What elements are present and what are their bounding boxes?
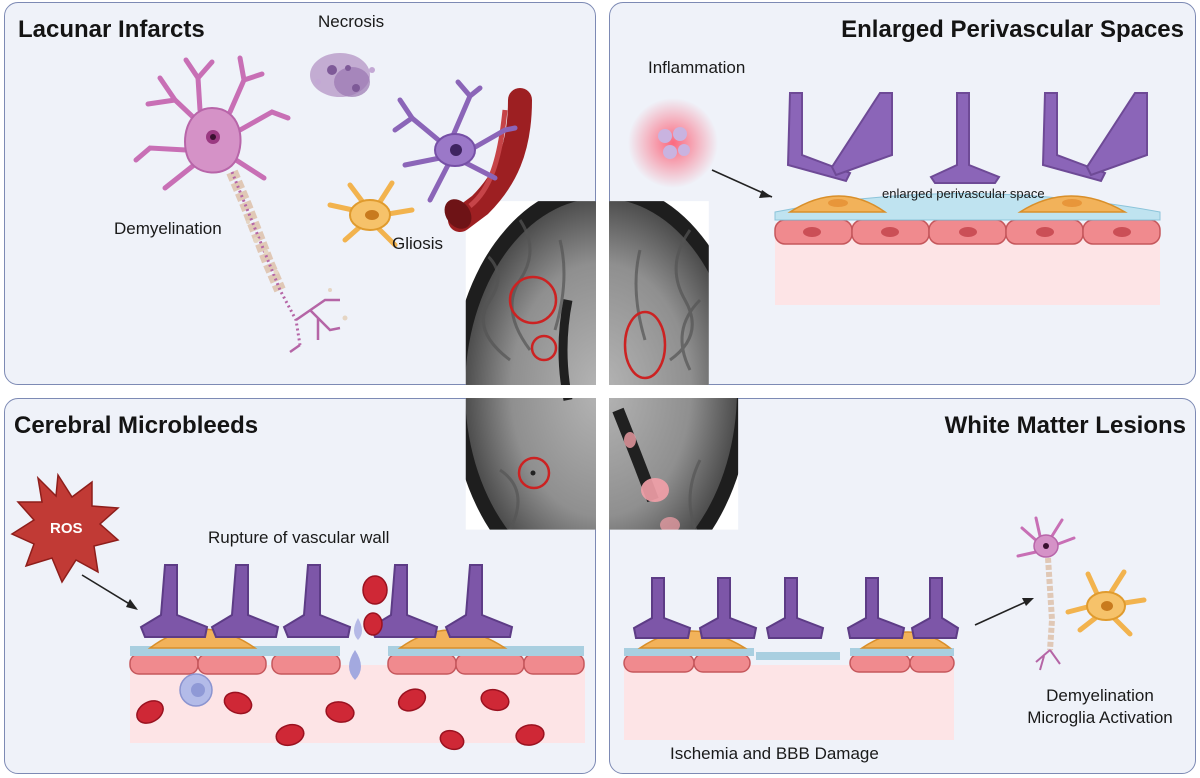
ros-burst-icon	[10, 472, 120, 584]
ros-label: ROS	[50, 520, 83, 537]
astrocyte-endfeet	[786, 92, 1148, 184]
necrosis-cell-icon	[310, 53, 375, 97]
blood-vessel-icon	[444, 88, 532, 232]
immune-cell-icon	[658, 127, 690, 159]
rupture-label: Rupture of vascular wall	[208, 528, 390, 547]
panel-title: White Matter Lesions	[944, 412, 1186, 439]
panel-title: Enlarged Perivascular Spaces	[841, 16, 1184, 43]
microglia-activation-label: Microglia Activation	[1027, 708, 1173, 727]
panel-title: Cerebral Microbleeds	[14, 412, 259, 439]
lesion-circle	[623, 310, 667, 380]
lesion-circle	[530, 334, 558, 362]
inflammation-label: Inflammation	[648, 58, 746, 77]
gliosis-astrocyte-icon	[327, 180, 415, 248]
gliosis-label: Gliosis	[392, 234, 444, 253]
ischemia-label: Ischemia and BBB Damage	[670, 744, 879, 763]
microglia-icon	[1065, 569, 1147, 637]
astrocyte-icon	[392, 79, 518, 203]
enlarged-perivascular-space-label: enlarged perivascular space	[882, 186, 1045, 201]
necrosis-label: Necrosis	[318, 12, 385, 31]
panel-title: Lacunar Infarcts	[18, 16, 205, 43]
red-blood-cell-icon	[136, 575, 545, 751]
endothelial-cell-row	[774, 219, 1161, 245]
demyelination-label: Demyelination	[114, 219, 222, 238]
astrocyte-endfeet	[139, 564, 514, 638]
inflammation-glow-icon	[628, 98, 718, 188]
lesion-circle	[508, 275, 558, 325]
demyelination-label: Demyelination	[1046, 686, 1154, 705]
lesion-circle	[517, 456, 551, 490]
astrocyte-endfeet	[632, 577, 960, 639]
